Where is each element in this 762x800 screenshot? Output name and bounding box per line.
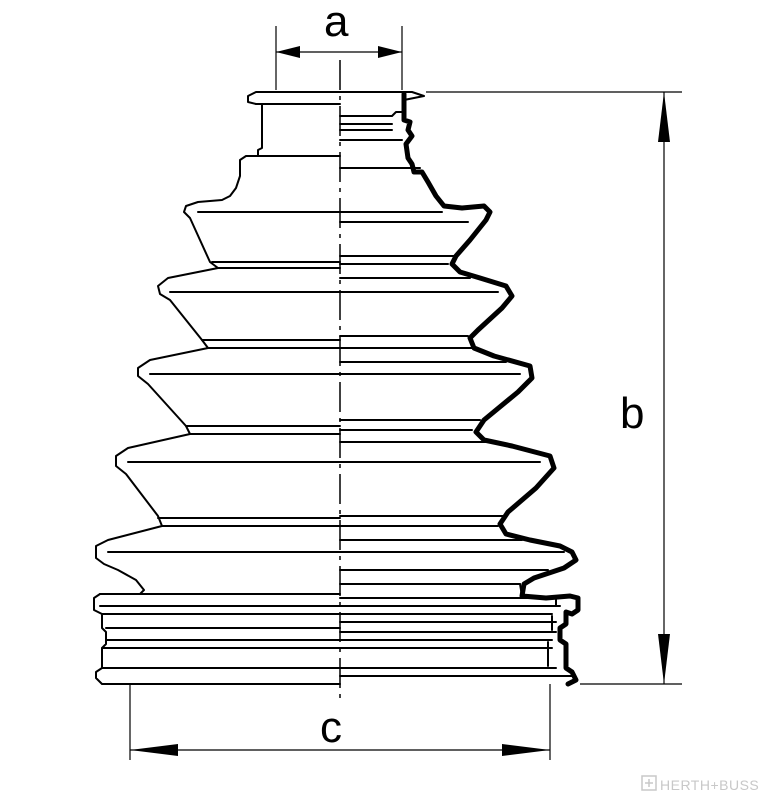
dimension-a: a — [275, 0, 403, 90]
dimension-a-label: a — [324, 0, 349, 46]
brand-logo-icon — [641, 775, 657, 791]
dimension-b: b — [426, 91, 682, 685]
dimension-c: c — [129, 684, 551, 760]
dimension-c-label: c — [320, 703, 342, 752]
dimension-b-label: b — [620, 389, 644, 438]
brand-watermark: HERTH+BUSS — [660, 777, 759, 793]
boot-section-right-half — [339, 91, 581, 687]
boot-exterior-left-half — [93, 91, 341, 685]
